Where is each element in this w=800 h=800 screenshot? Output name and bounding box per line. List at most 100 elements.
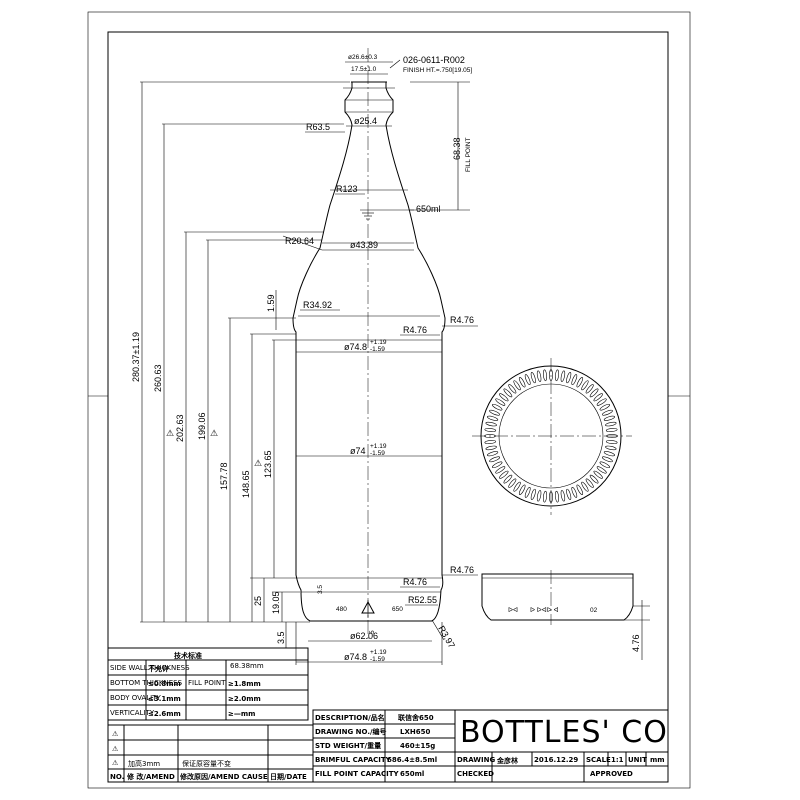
dim-r-shoulder-upper: R123 (336, 184, 358, 194)
knurl-mark (536, 490, 542, 502)
knurl-mark (566, 488, 572, 500)
dim-base-d: ø62.06 (350, 631, 378, 641)
knurl-mark (605, 428, 618, 432)
dim-fill-point-label: FILL POINT (465, 138, 472, 172)
dim-r-neck: R63.5 (306, 122, 330, 132)
knurl-mark (593, 393, 603, 402)
knurl-mark (555, 490, 559, 503)
tech-row-value2: ≥2.0mm (228, 695, 261, 703)
knurl-mark (484, 428, 497, 432)
dim-fill-point: 68.38 (452, 137, 462, 160)
drawing-no-value: LXH650 (400, 728, 430, 736)
tech-row-value: ≤0.8mm (148, 680, 181, 688)
dim-h-199: 199.06 (197, 412, 207, 440)
scale-label: SCALE (586, 756, 611, 764)
dim-h-159: 1.59 (266, 294, 276, 312)
dim-h-123: 123.65 (263, 450, 273, 478)
brimful-label: BRIMFUL CAPACITY (315, 756, 392, 764)
fill-capacity-value: 650ml (400, 770, 424, 778)
knurl-mark (566, 372, 572, 384)
tech-row-label: BOTTOM THICKNESS (110, 679, 183, 687)
knurl-mark (499, 393, 509, 402)
fill-capacity-label: FILL POINT CAPACITY (315, 770, 399, 778)
knurl-mark (484, 440, 497, 444)
knurl-mark (603, 415, 615, 421)
knurl-mark (513, 481, 521, 492)
base-side-code: ᐅᐊ (508, 607, 518, 614)
knurl-mark (596, 466, 607, 474)
dim-body-mid-d: ø74 (350, 446, 366, 456)
knurl-mark (603, 451, 615, 457)
dim-body-top-d: ø74.8 (344, 342, 367, 352)
tech-row-label2: FILL POINT (188, 679, 226, 687)
dim-r-body-top-small: R4.76 (403, 325, 427, 335)
desc-label: DESCRIPTION/品名 (315, 713, 385, 722)
knurl-mark (513, 380, 521, 391)
part-number: 026-0611-R002 (403, 55, 465, 65)
knurl-mark (589, 474, 599, 484)
dim-h-total: 280.37±1.19 (131, 332, 141, 382)
revision-amend-header: 修 改/AMEND (126, 772, 175, 781)
dim-35a: 3.5 (317, 585, 324, 594)
knurl-mark (581, 380, 589, 391)
height-dimensions: 280.37±1.19 260.63 202.63 199.06 157.78 … (131, 81, 350, 648)
base-side-view: ᐅᐊ ᐅ ᐅᐊᐅ ᐊ 02 4.76 (481, 570, 650, 660)
dim-h-476: 4.76 (631, 634, 641, 652)
revision-no-header: NO. (110, 773, 124, 781)
knurl-mark (606, 434, 618, 438)
knurl-mark (499, 470, 509, 479)
tech-row-label: VERTICALITY (110, 709, 155, 717)
tech-row-value2: ≥1.8mm (228, 680, 261, 688)
tech-row-value: ≤3.1mm (148, 695, 181, 703)
knurl-mark (576, 484, 584, 496)
brimful-value: 686.4±8.5ml (387, 756, 437, 764)
knurl-mark (601, 456, 613, 463)
knurl-mark (489, 409, 501, 416)
revision-block: ⚠ ⚠ ⚠ 加高3mm 保证原容量不变 NO. 修 改/AMEND 修改原因/A… (107, 724, 314, 783)
revision-cause-header: 修改原因/AMEND CAUSE (179, 772, 268, 781)
dim-bottom-d: ø74.8 (344, 652, 367, 662)
knurl-mark (491, 403, 503, 411)
knurl-mark (599, 461, 611, 469)
dim-r-corner: R3.97 (436, 624, 457, 650)
dim-h-19: 19.05 (271, 591, 281, 614)
dim-body-top-tol-hi: +1.19 (370, 339, 387, 346)
bottle-outline (292, 81, 446, 622)
svg-text:ᐅ ᐅᐊᐅ ᐊ: ᐅ ᐅᐊᐅ ᐊ (530, 607, 559, 614)
dim-r-heel-outer: R4.76 (450, 565, 474, 575)
svg-text:⚠: ⚠ (112, 730, 119, 738)
warning-icon: ⚠ (166, 428, 174, 438)
dim-5: 5 (369, 630, 376, 634)
knurl-mark (576, 376, 584, 388)
tech-standards-table: 技术标准 68.38mm SIDE WALL THICKNESS 不允许 BOT… (107, 647, 309, 721)
knurl-mark (560, 370, 566, 382)
inner-frame (107, 31, 669, 783)
knurl-mark (549, 369, 553, 381)
tech-row-value: 不允许 (148, 664, 169, 673)
brand-logo: BOTTLES' CO (460, 715, 668, 750)
knurl-mark (508, 478, 517, 488)
dim-r-heel-inner: R4.76 (403, 577, 427, 587)
knurl-mark (585, 384, 594, 394)
drawing-label: DRAWING (457, 756, 495, 764)
knurl-mark (524, 374, 531, 386)
drawing-date: 2016.12.29 (534, 756, 578, 764)
dim-bottom-tol-hi: +1.19 (370, 649, 387, 656)
dim-h-157: 157.78 (219, 462, 229, 490)
tech-table-note: 68.38mm (230, 662, 264, 670)
revision-date-header: 日期/DATE (270, 772, 307, 781)
knurl-mark (571, 374, 578, 386)
knurl-mark (555, 369, 559, 382)
knurl-mark (489, 456, 501, 463)
revision-cause-1: 保证原容量不变 (182, 759, 231, 768)
knurl-mark (605, 421, 617, 427)
revision-amend-1: 加高3mm (128, 759, 160, 768)
dim-h-202: 202.63 (175, 414, 185, 442)
knurl-mark (495, 398, 506, 406)
knurl-mark (485, 421, 497, 427)
knurl-mark (560, 490, 566, 502)
knurl-mark (484, 434, 496, 438)
dim-r-shoulder-mid: R20.64 (285, 236, 314, 246)
dim-r-body-top: R4.76 (450, 315, 474, 325)
